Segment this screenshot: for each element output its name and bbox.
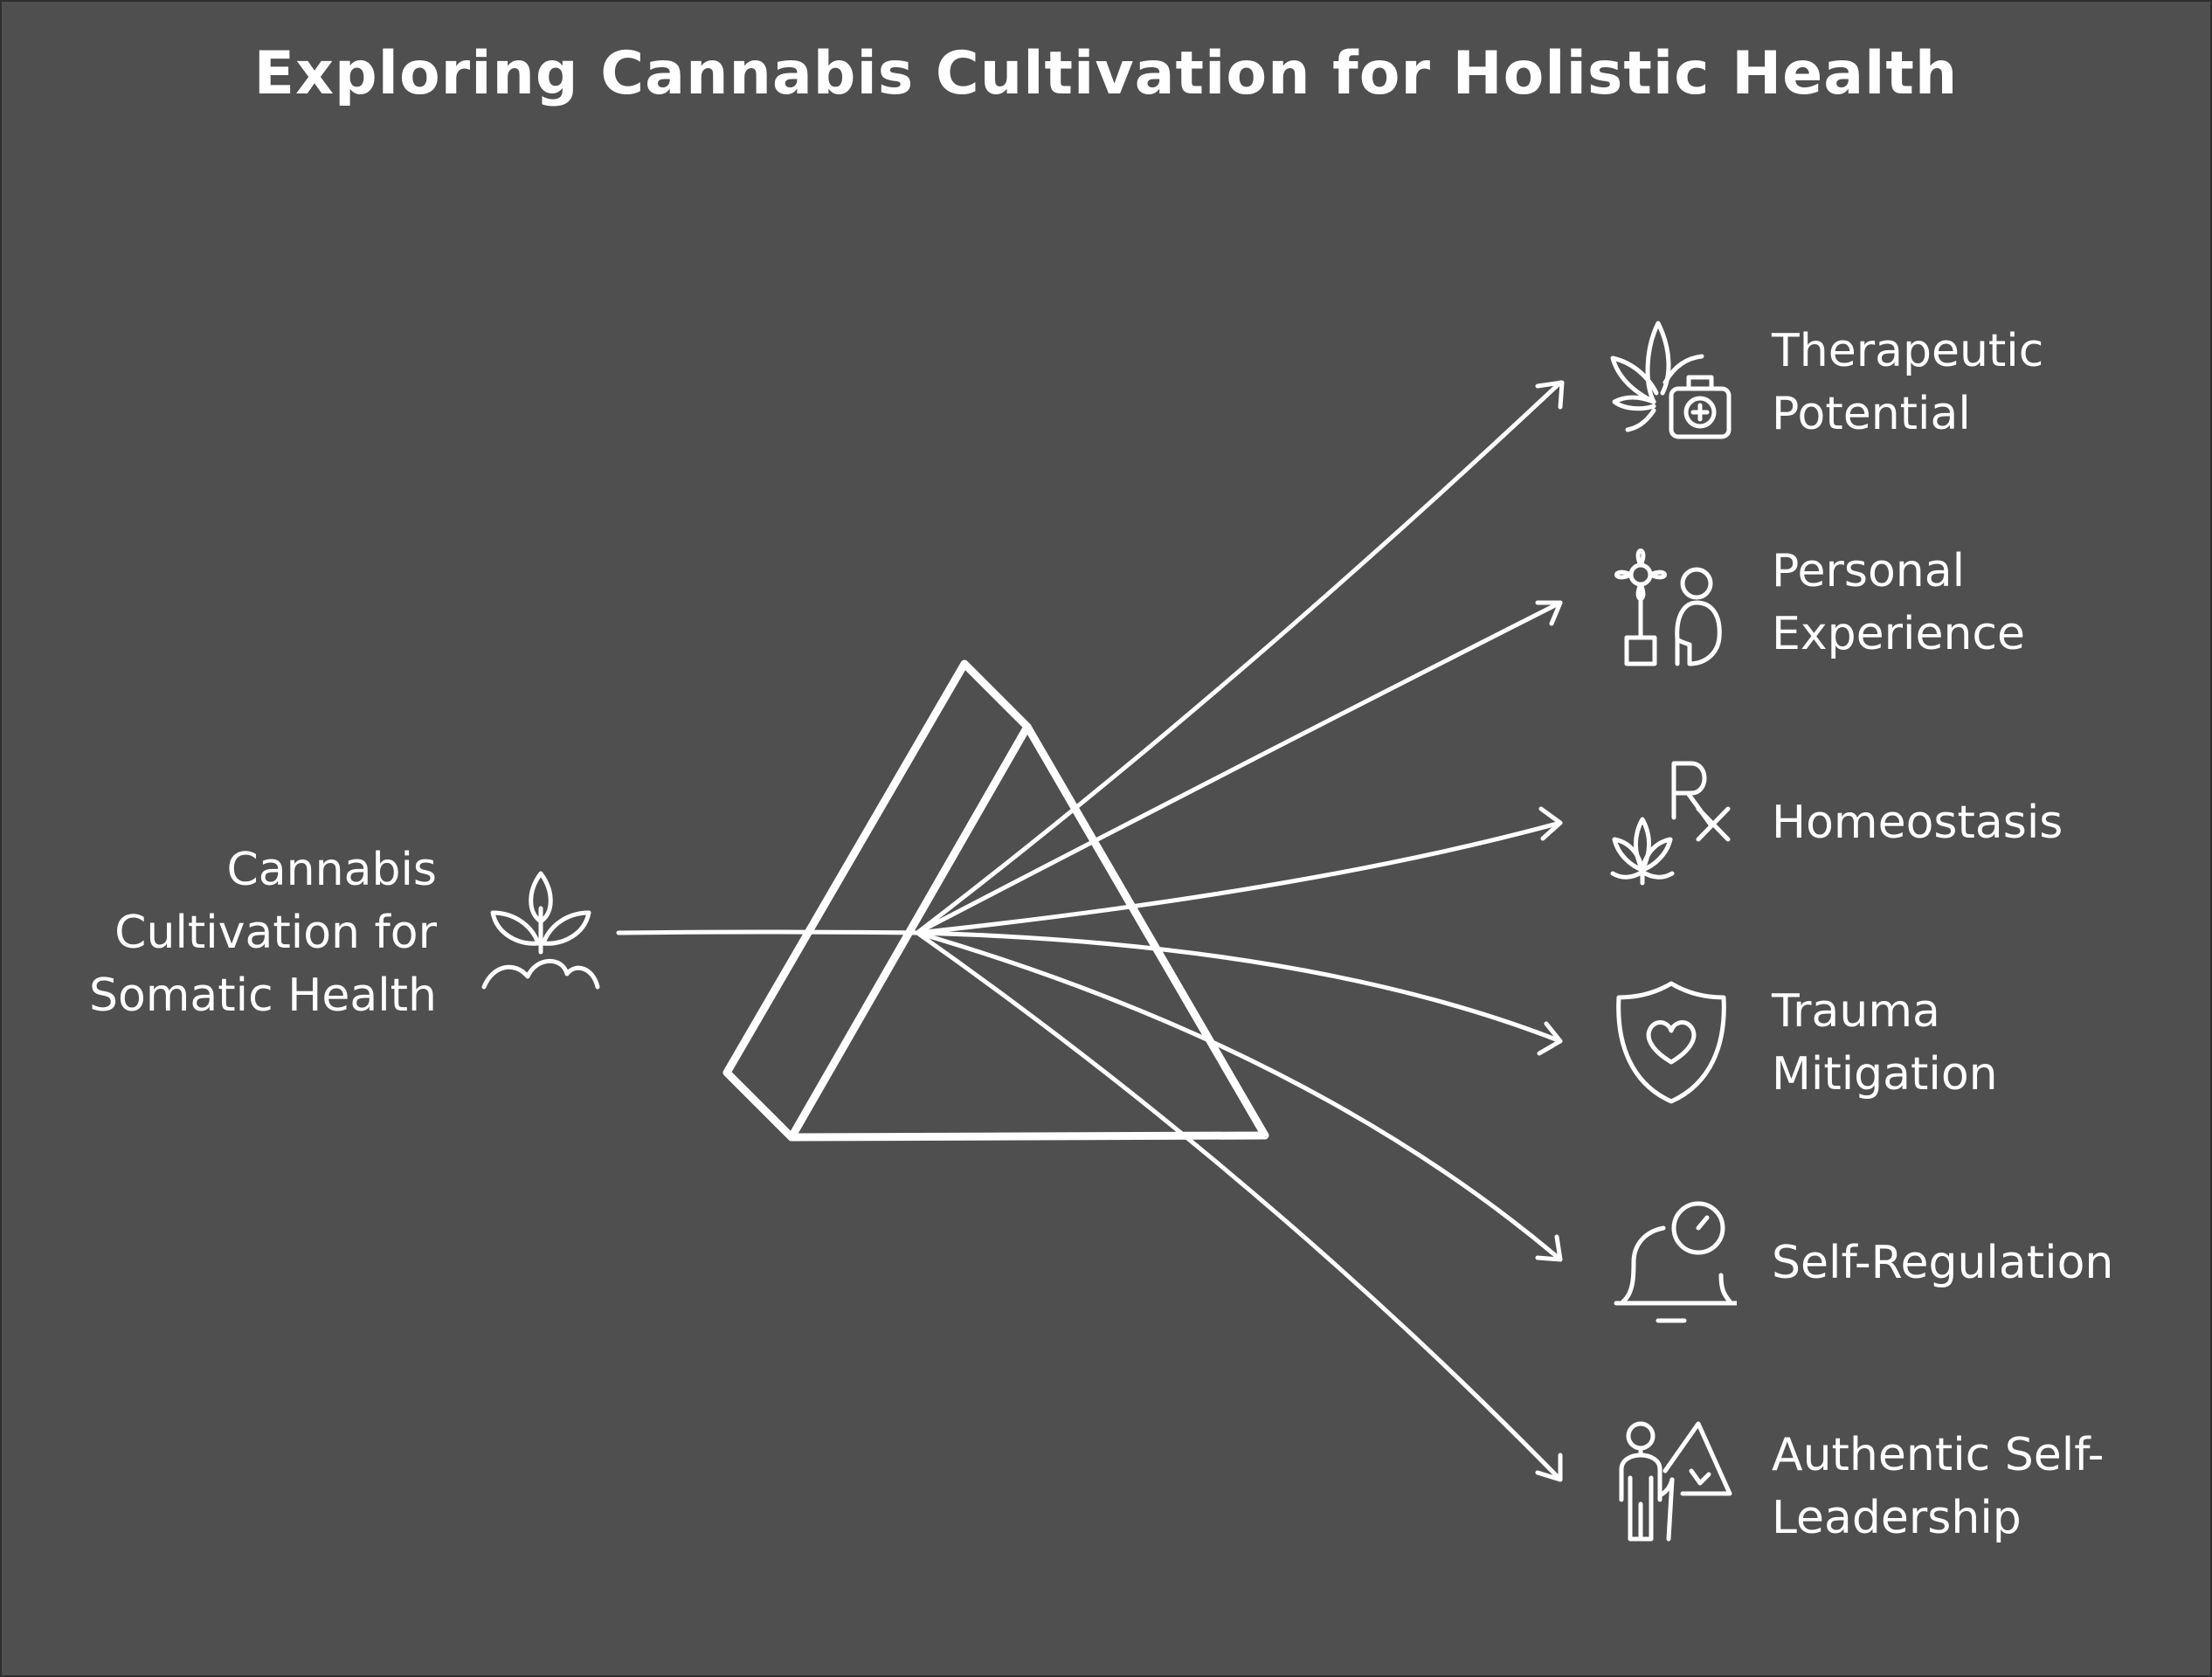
flower-person-icon bbox=[1606, 542, 1737, 673]
output-label-line: Potential bbox=[1772, 388, 1971, 440]
incoming-beam bbox=[616, 929, 920, 935]
output-label-line: Therapeutic bbox=[1772, 325, 2044, 377]
shield-heart-icon bbox=[1606, 975, 1737, 1106]
person-mountain-icon bbox=[1606, 1417, 1737, 1548]
output-label-line: Personal bbox=[1772, 545, 1966, 597]
output-rays bbox=[915, 380, 1563, 1482]
ray-trauma-mitigation bbox=[915, 930, 1563, 1044]
output-label-line: Homeostasis bbox=[1772, 797, 2063, 849]
arrowhead-homeostasis bbox=[1538, 806, 1563, 841]
arrowhead-authentic-self-leadership bbox=[1535, 1453, 1563, 1482]
prescription-leaf-icon bbox=[1606, 756, 1737, 887]
output-label-self-regulation: Self-Regulation bbox=[1772, 1232, 2209, 1294]
sprouting-plant-icon bbox=[475, 865, 606, 996]
diagram-title: Exploring Cannabis Cultivation for Holis… bbox=[253, 39, 1959, 108]
output-label-homeostasis: Homeostasis bbox=[1772, 791, 2209, 854]
bell-timer-icon bbox=[1606, 1197, 1737, 1328]
output-label-personal-experience: Personal Experience bbox=[1772, 540, 2209, 666]
output-label-line: Mitigation bbox=[1772, 1048, 1998, 1101]
output-label-line: Self-Regulation bbox=[1772, 1237, 2114, 1289]
arrowhead-therapeutic-potential bbox=[1535, 380, 1565, 410]
arrowheads bbox=[1535, 380, 1565, 1482]
output-label-line: Trauma bbox=[1772, 985, 1940, 1038]
prism bbox=[722, 659, 1269, 1142]
output-label-trauma-mitigation: Trauma Mitigation bbox=[1772, 980, 2209, 1106]
source-label-line: Cannabis bbox=[226, 844, 438, 896]
ray-self-regulation bbox=[915, 930, 1563, 1262]
source-label-line: Cultivation for bbox=[114, 907, 437, 959]
cannabis-medkit-icon bbox=[1606, 314, 1737, 445]
output-label-line: Leadership bbox=[1772, 1492, 2022, 1544]
output-label-authentic-self-leadership: Authentic Self- Leadership bbox=[1772, 1424, 2209, 1549]
arrowhead-trauma-mitigation bbox=[1537, 1021, 1563, 1056]
ray-homeostasis bbox=[915, 820, 1563, 935]
source-label-line: Somatic Health bbox=[88, 970, 437, 1022]
source-label: Cannabis Cultivation for Somatic Health bbox=[0, 838, 437, 1027]
output-label-line: Authentic Self- bbox=[1772, 1429, 2105, 1481]
arrowhead-self-regulation bbox=[1535, 1234, 1563, 1262]
ray-personal-experience bbox=[915, 600, 1563, 935]
ray-therapeutic-potential bbox=[915, 380, 1563, 935]
arrowhead-personal-experience bbox=[1535, 600, 1563, 626]
output-label-line: Experience bbox=[1772, 608, 2025, 660]
ray-authentic-self-leadership bbox=[915, 930, 1563, 1482]
output-label-therapeutic-potential: Therapeutic Potential bbox=[1772, 320, 2209, 445]
